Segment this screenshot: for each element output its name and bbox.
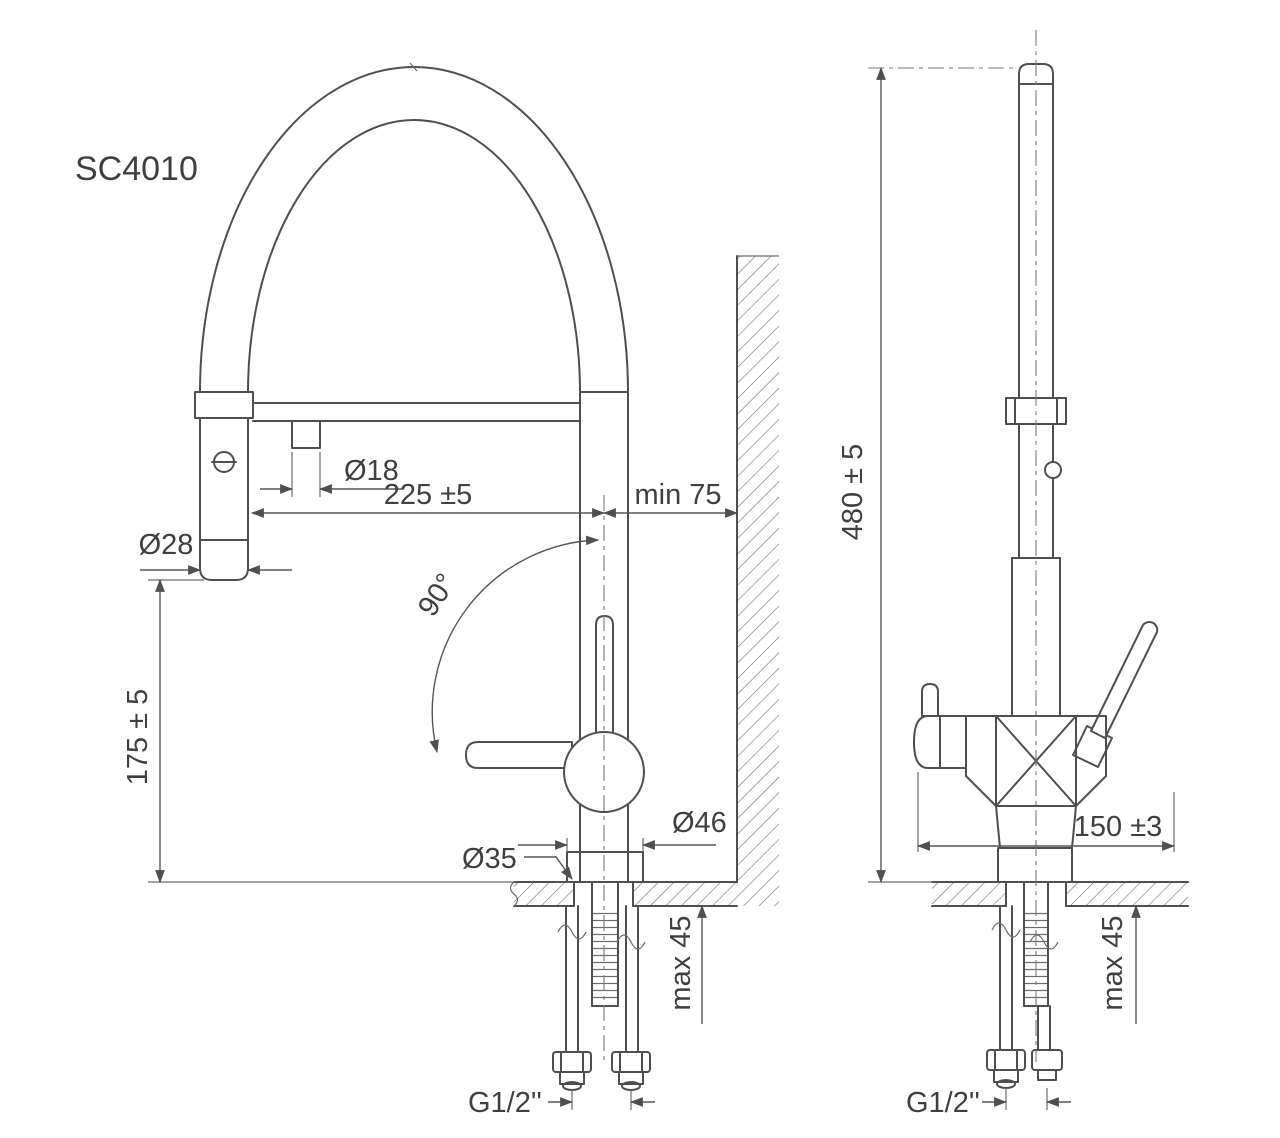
- dimension-wall-distance: min 75: [602, 479, 739, 518]
- spout-arch: [199, 62, 629, 393]
- dimension-deck-thickness-front: max 45: [665, 904, 707, 1024]
- dim-label-spout-tip: Ø18: [344, 455, 399, 487]
- dimension-spray-diameter: Ø28: [139, 529, 292, 575]
- set-screw: [1044, 461, 1062, 479]
- dim-label-mounting-hole: Ø35: [462, 843, 517, 875]
- dim-label-thread-front: G1/2'': [468, 1087, 542, 1119]
- wall-section: [736, 255, 779, 906]
- dim-label-deck-thickness-side: max 45: [1097, 915, 1129, 1010]
- dimension-depth: 150 ±3: [916, 772, 1176, 852]
- break-squiggle: [616, 934, 646, 950]
- riser-pipe-side: [1005, 83, 1067, 717]
- dimension-reach: 225 ±5: [250, 479, 606, 518]
- hose-connector-right: [611, 1051, 651, 1091]
- dim-label-deck-thickness-front: max 45: [665, 915, 697, 1010]
- base-flange-side: [997, 847, 1073, 883]
- dim-label-body-diameter: Ø46: [672, 807, 727, 839]
- dim-label-wall-distance: min 75: [634, 479, 721, 511]
- dim-label-spray-height: 175 ± 5: [122, 689, 154, 786]
- base-flange-front: [566, 851, 644, 883]
- dimension-body-diameter: Ø46: [518, 807, 727, 852]
- dim-label-depth: 150 ±3: [1074, 811, 1163, 843]
- dim-label-handle-swing: 90°: [412, 568, 463, 622]
- spray-head: [194, 391, 254, 581]
- break-squiggle: [557, 924, 587, 940]
- dim-label-reach: 225 ±5: [384, 479, 473, 511]
- side-view: [913, 30, 1159, 1089]
- break-squiggle: [991, 922, 1021, 938]
- undercounter-front: [552, 881, 651, 1091]
- dimension-handle-swing: 90°: [412, 535, 600, 754]
- hose-connector-left: [552, 1051, 592, 1091]
- dimension-spout-tip: Ø18: [260, 452, 404, 497]
- lever-horizontal: [465, 741, 573, 769]
- dimension-thread-side: G1/2'': [906, 1087, 1071, 1119]
- pipe-cap: [1018, 63, 1054, 85]
- dimension-thread-front: G1/2'': [468, 1087, 655, 1119]
- front-view: [194, 62, 651, 1091]
- break-squiggle: [1029, 934, 1059, 950]
- hose-connector-side: [986, 1049, 1026, 1089]
- dimension-spray-height: 175 ± 5: [122, 578, 516, 884]
- dim-label-thread-side: G1/2'': [906, 1087, 980, 1119]
- model-label: SC4010: [75, 150, 198, 188]
- dimension-deck-thickness-side: max 45: [1097, 904, 1141, 1024]
- support-bar: [252, 402, 581, 449]
- countertop-side: [931, 881, 1189, 907]
- lever-side: [1072, 621, 1159, 768]
- countertop-front: [509, 881, 738, 907]
- dimension-total-height: 480 ± 5: [837, 66, 1014, 884]
- dim-label-total-height: 480 ± 5: [837, 444, 869, 541]
- dim-label-spray-diameter: Ø28: [139, 529, 194, 561]
- hose-connector-side-rear: [1031, 1049, 1063, 1081]
- spout-holder-block: [291, 420, 321, 449]
- dimension-mounting-hole: Ø35: [462, 843, 573, 880]
- side-handle: [913, 683, 967, 769]
- undercounter-side: [986, 881, 1063, 1089]
